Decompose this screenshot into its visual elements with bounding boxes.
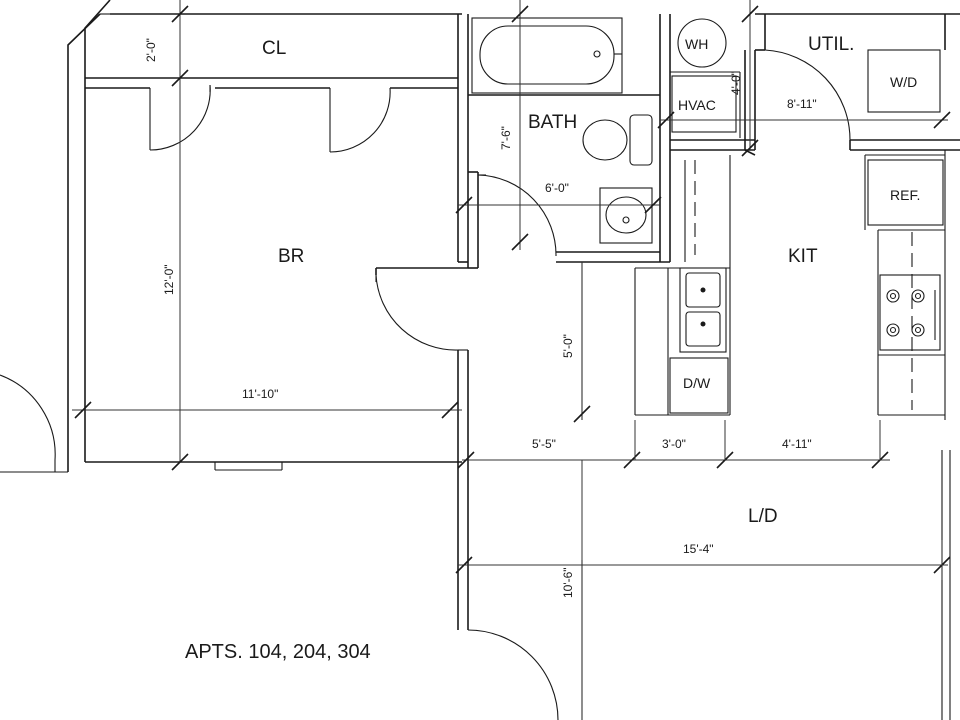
fixture-label-washer-dryer: W/D (890, 74, 917, 90)
plan-title: APTS. 104, 204, 304 (185, 641, 371, 663)
kitchen-sink (679, 267, 727, 353)
utility-door (764, 49, 851, 141)
fixture-label-hvac: HVAC (678, 97, 716, 113)
room-label-bedroom: BR (278, 246, 304, 267)
refrigerator (867, 159, 944, 226)
room-label-bath: BATH (528, 112, 577, 133)
room-label-utility: UTIL. (808, 34, 854, 55)
neighbor-door (0, 374, 56, 461)
room-label-closet: CL (262, 38, 286, 59)
bath-door (477, 174, 557, 257)
closet-door-left (149, 84, 211, 151)
toilet (582, 119, 628, 161)
fixture-label-dishwasher: D/W (683, 375, 711, 391)
dishwasher (669, 357, 729, 414)
water-heater (677, 18, 727, 68)
dim-closet-depth: 2'-0" (144, 38, 158, 62)
washer-dryer (867, 49, 941, 113)
room-label-kitchen: KIT (788, 246, 818, 267)
dim-bath-depth: 7'-6" (499, 126, 513, 150)
dim-bedroom-width: 11'-10" (242, 387, 278, 401)
bath-sink (599, 187, 653, 244)
dim-hall-depth: 5'-0" (561, 334, 575, 358)
fixture-label-water-heater: WH (685, 36, 708, 52)
dim-bath-width: 6'-0" (545, 181, 569, 195)
bathtub (471, 17, 623, 94)
entry-door (467, 629, 559, 720)
room-label-living-dining: L/D (748, 506, 778, 527)
dim-hall-width: 5'-5" (532, 437, 556, 451)
bedroom-door (375, 274, 459, 351)
doors (0, 49, 851, 720)
dim-utility-depth: 4'-0" (729, 71, 743, 95)
closet-door-right (329, 87, 391, 153)
fixture-label-refrigerator: REF. (890, 187, 920, 203)
hvac-unit (671, 75, 737, 133)
dim-counter-width: 3'-0" (662, 437, 686, 451)
dimension-lines (72, 0, 951, 720)
dim-utility-width: 8'-11" (787, 97, 817, 111)
fixtures (471, 17, 944, 414)
dim-living-depth: 10'-6" (561, 567, 575, 598)
dim-living-width: 15'-4" (683, 542, 714, 556)
stove (879, 274, 941, 351)
dim-bedroom-depth: 12'-0" (162, 264, 176, 295)
dim-kitchen-width: 4'-11" (782, 437, 812, 451)
